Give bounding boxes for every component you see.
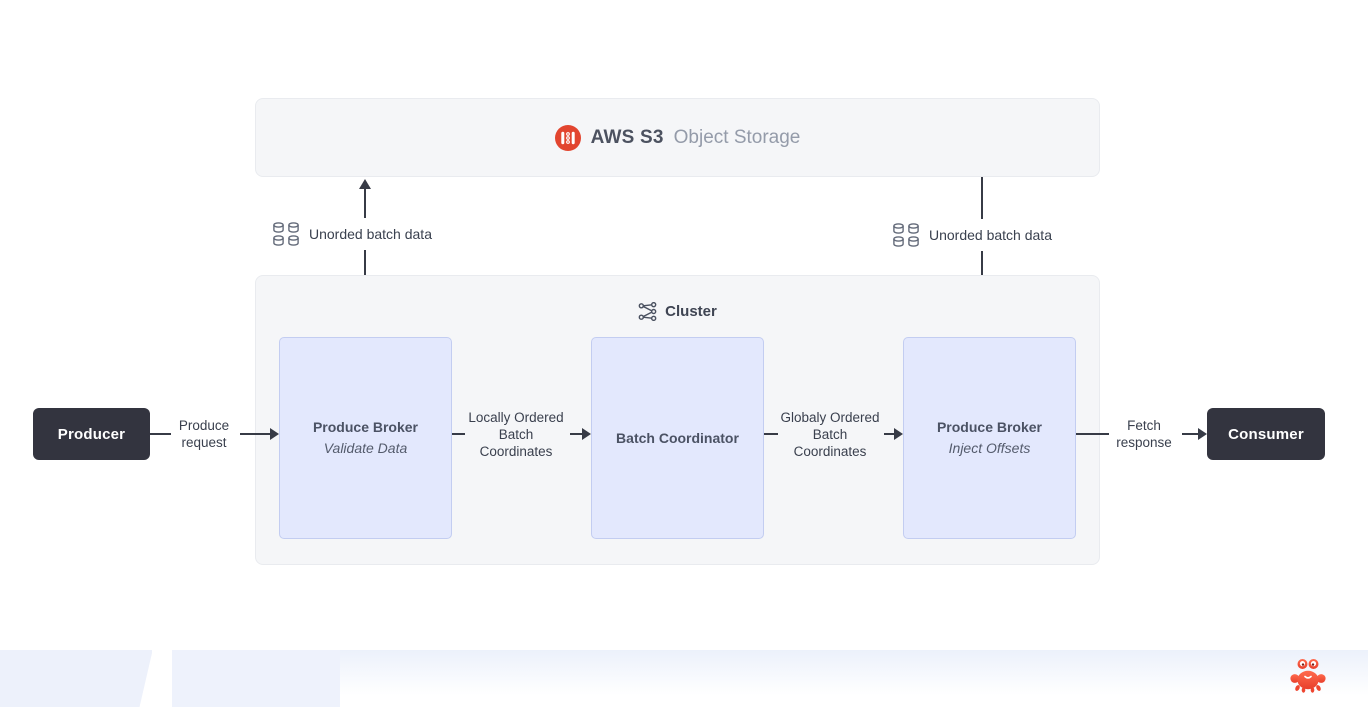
edge-line-up xyxy=(364,188,366,337)
edge-line xyxy=(1182,433,1199,435)
edge-line xyxy=(570,433,583,435)
s3-bucket-icon xyxy=(554,124,581,151)
arrow-right-icon xyxy=(270,428,279,440)
edge-label-produce-request: Produce request xyxy=(178,418,230,450)
node-subtitle: Inject Offsets xyxy=(948,440,1031,456)
unordered-batch-data-label-right: Unorded batch data xyxy=(888,219,1056,251)
arrow-right-icon xyxy=(1198,428,1207,440)
edge-line xyxy=(1076,433,1109,435)
cluster-title: Cluster xyxy=(665,302,717,320)
footer-shape-left xyxy=(0,650,152,707)
database-grid-icon xyxy=(272,221,300,247)
edge-label-locally-ordered: Locally Ordered Batch Coordinates xyxy=(468,409,564,459)
crab-logo-icon xyxy=(1288,655,1328,695)
edge-line-down xyxy=(981,177,983,328)
cluster-header: Cluster xyxy=(255,300,1100,322)
footer-band xyxy=(0,646,1368,712)
unordered-batch-data-label-left: Unorded batch data xyxy=(268,218,436,250)
node-produce-broker-validate: Produce Broker Validate Data xyxy=(279,337,452,539)
node-producer: Producer xyxy=(33,408,150,460)
edge-line xyxy=(764,433,778,435)
node-label: Consumer xyxy=(1228,425,1304,443)
footer-shape-mid xyxy=(172,650,340,707)
edge-line xyxy=(150,433,171,435)
edge-line xyxy=(884,433,895,435)
edge-label-fetch-response: Fetch response xyxy=(1116,418,1172,450)
arrow-right-icon xyxy=(582,428,591,440)
node-subtitle: Validate Data xyxy=(323,440,408,456)
node-title: Produce Broker xyxy=(936,419,1043,435)
node-title: Produce Broker xyxy=(312,419,419,435)
node-produce-broker-inject: Produce Broker Inject Offsets xyxy=(903,337,1076,539)
edge-line xyxy=(452,433,465,435)
node-title: Batch Coordinator xyxy=(616,429,739,446)
s3-subtitle: Object Storage xyxy=(673,126,801,148)
s3-title: AWS S3 xyxy=(590,126,664,148)
edge-label-globally-ordered: Globaly Ordered Batch Coordinates xyxy=(780,409,880,459)
unordered-batch-data-text: Unorded batch data xyxy=(309,226,432,242)
node-batch-coordinator: Batch Coordinator xyxy=(591,337,764,539)
footer-gradient xyxy=(340,650,1368,707)
edge-line xyxy=(240,433,271,435)
node-label: Producer xyxy=(57,425,126,443)
node-consumer: Consumer xyxy=(1207,408,1325,460)
cluster-network-icon xyxy=(638,301,657,321)
unordered-batch-data-text: Unorded batch data xyxy=(929,227,1052,243)
arrow-right-icon xyxy=(894,428,903,440)
database-grid-icon xyxy=(892,222,920,248)
s3-storage-node: AWS S3 Object Storage xyxy=(255,98,1100,177)
arrow-up-icon xyxy=(359,179,371,189)
